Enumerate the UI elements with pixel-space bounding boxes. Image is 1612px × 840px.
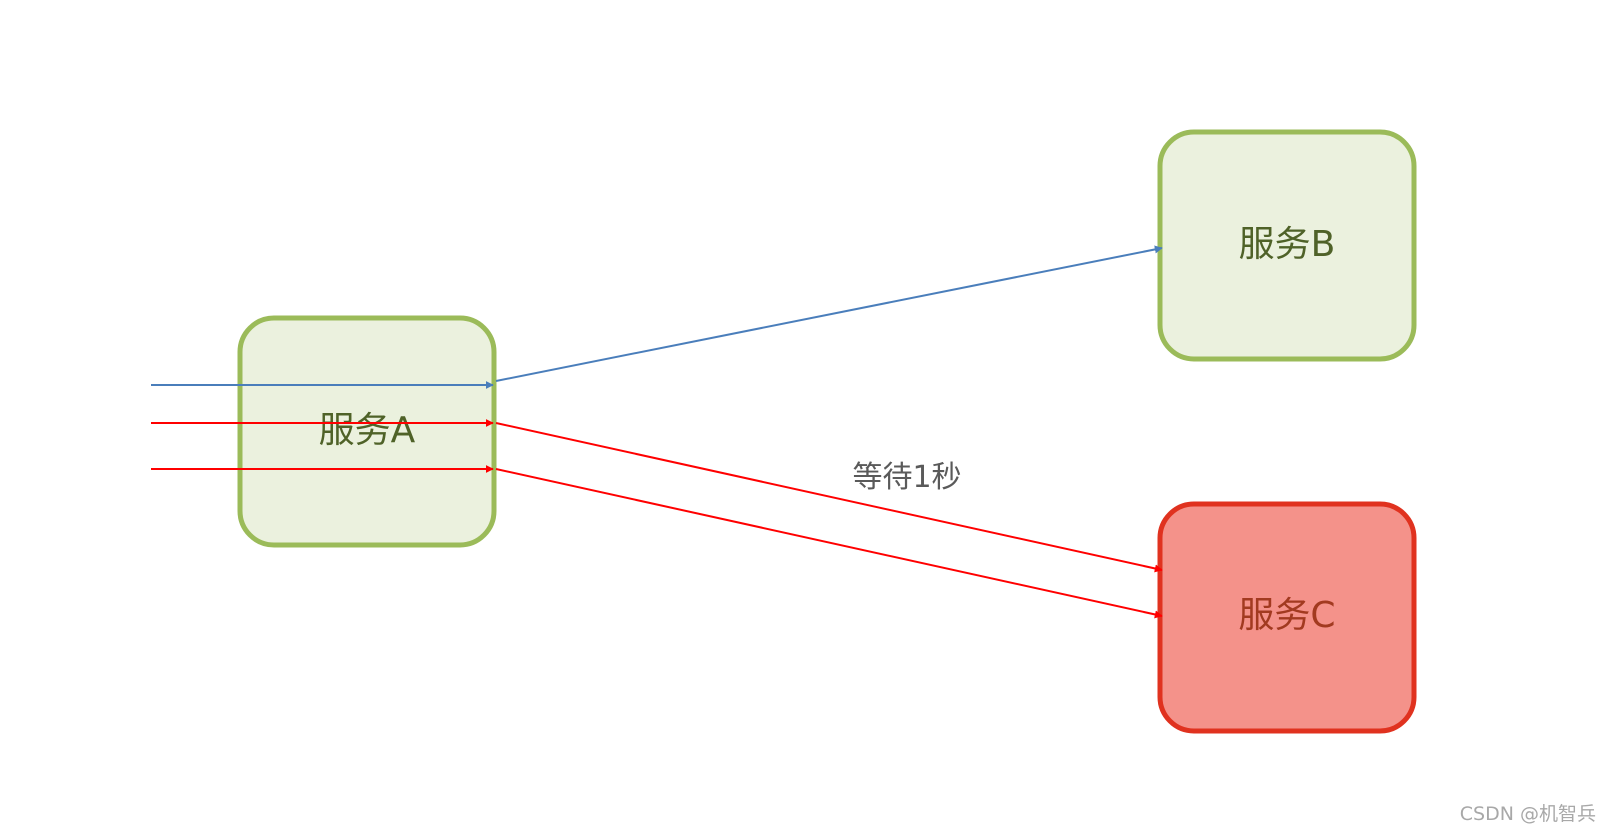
- a-to-c-arrow-1: [495, 422, 1163, 573]
- watermark: CSDN @机智兵: [1459, 803, 1596, 825]
- service-a-box: [237, 315, 497, 548]
- service-a-node: 服务A: [237, 315, 497, 548]
- service-b-label: 服务B: [1239, 224, 1336, 265]
- wait-label: 等待1秒: [852, 460, 961, 495]
- service-a-label: 服务A: [319, 410, 416, 451]
- service-c-label: 服务C: [1238, 595, 1335, 636]
- a-to-b-arrow: [495, 245, 1163, 382]
- service-c-node: 服务C: [1157, 501, 1417, 734]
- a-to-c-arrow-2: [495, 468, 1163, 619]
- service-b-node: 服务B: [1157, 129, 1417, 362]
